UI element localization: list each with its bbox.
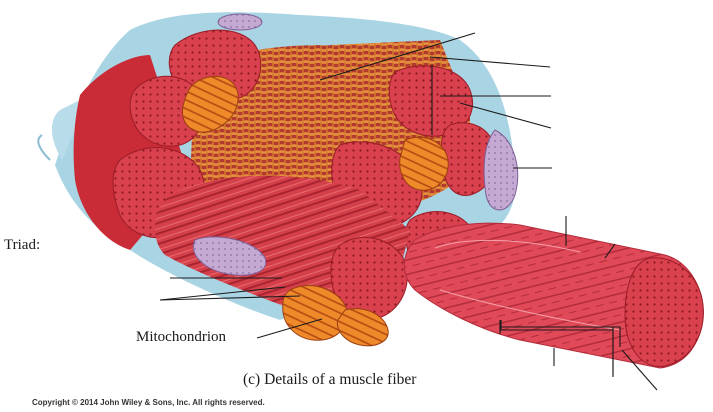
terminal-cisterna xyxy=(483,129,519,211)
myofibril-longitudinal xyxy=(154,175,410,329)
myofibril-extended xyxy=(404,222,704,369)
leader-lines xyxy=(159,32,658,391)
figure-caption: (c) Details of a muscle fiber xyxy=(243,371,417,388)
mitochondria xyxy=(181,75,449,347)
mitochondrion xyxy=(336,308,389,347)
myofibril xyxy=(129,75,205,147)
terminal-cisterna xyxy=(217,13,263,31)
mitochondrion xyxy=(282,285,348,341)
mitochondrion xyxy=(399,136,449,191)
t-tubules xyxy=(192,13,519,276)
myofibril-cross-section xyxy=(624,257,704,367)
triad-label: Triad: xyxy=(4,237,41,253)
terminal-cisterna xyxy=(192,236,267,276)
copyright-notice: Copyright © 2014 John Wiley & Sons, Inc.… xyxy=(32,398,265,407)
sarcomere-bracket xyxy=(500,320,614,377)
mitochondrion-label: Mitochondrion xyxy=(136,329,226,345)
mitochondrion xyxy=(181,75,239,133)
